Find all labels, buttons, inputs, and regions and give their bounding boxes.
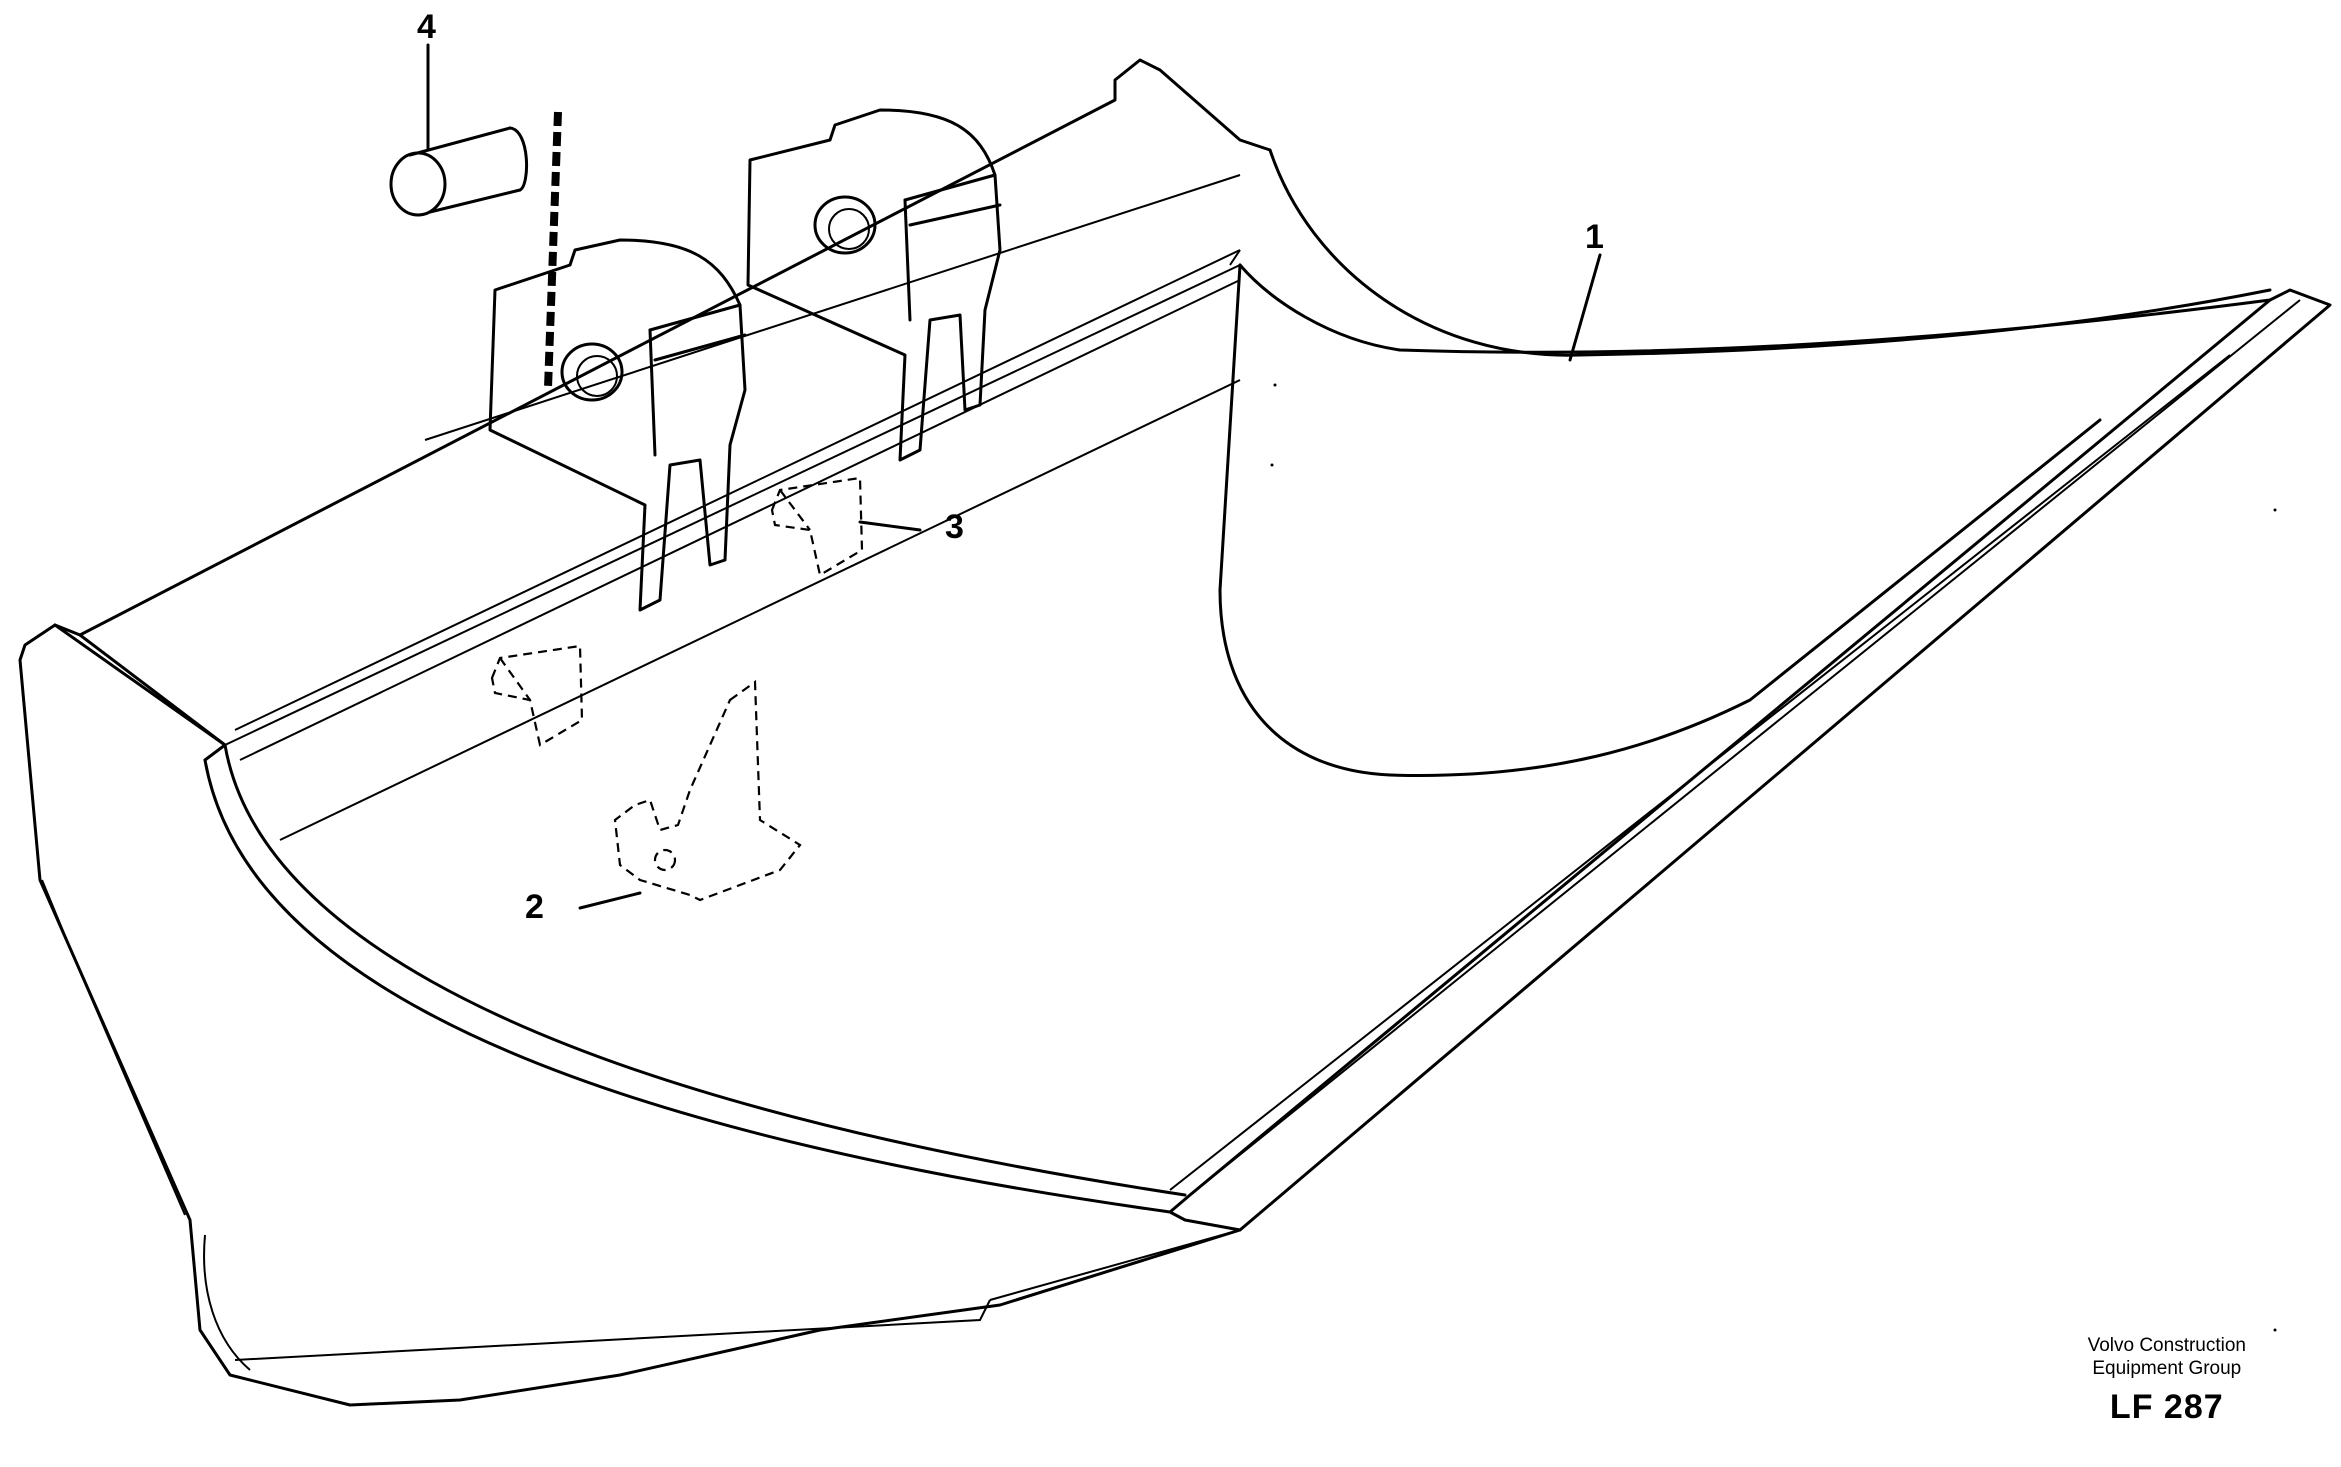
pin-part xyxy=(389,111,562,394)
stray-dot xyxy=(1273,383,1277,387)
stray-dot xyxy=(1270,463,1274,467)
callout-1: 1 xyxy=(1568,218,1604,362)
callout-2: 2 xyxy=(525,888,642,926)
svg-text:3: 3 xyxy=(945,508,964,546)
callout-4: 4 xyxy=(417,8,436,152)
title-block: Volvo Construction Equipment Group LF 28… xyxy=(2088,1334,2246,1427)
bracket-left xyxy=(488,238,747,612)
drawing-code: LF 287 xyxy=(2109,1388,2224,1426)
company-name-line1: Volvo Construction xyxy=(2087,1335,2246,1356)
hidden-bracket-part-2 xyxy=(613,679,802,902)
bracket-right xyxy=(746,108,1002,462)
company-name-line2: Equipment Group xyxy=(2092,1358,2242,1379)
stray-dot xyxy=(2273,508,2277,512)
svg-text:4: 4 xyxy=(417,8,436,46)
hidden-wedge-part-3 xyxy=(490,476,864,747)
stray-dot xyxy=(2273,1328,2277,1332)
bucket-body xyxy=(18,58,2332,1407)
svg-text:2: 2 xyxy=(525,888,544,926)
svg-text:1: 1 xyxy=(1585,218,1604,256)
callout-3: 3 xyxy=(858,508,964,546)
